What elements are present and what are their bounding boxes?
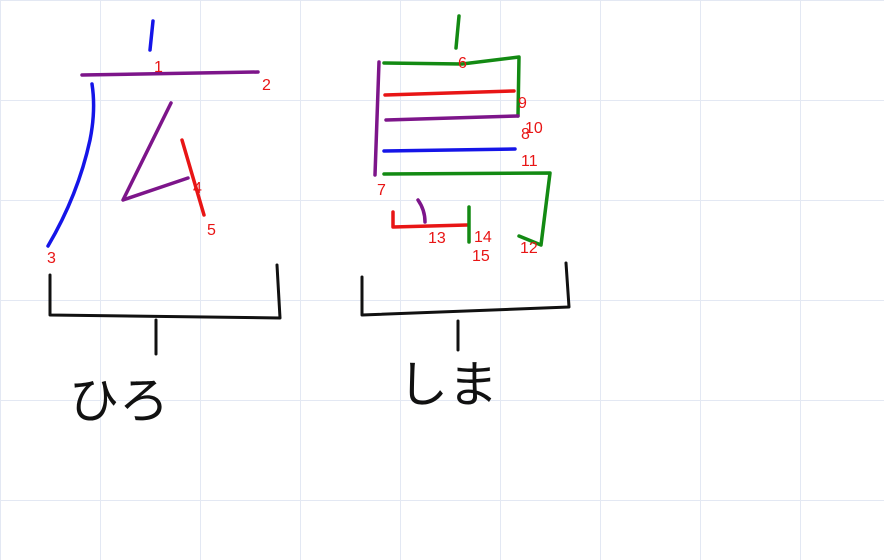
- stroke-number: 15: [472, 248, 490, 265]
- kanji-1-stroke-left-sweep: [46, 82, 96, 248]
- kanji-2-stroke-left-vertical: [373, 60, 381, 177]
- kanji-2-stroke-line-9: [383, 89, 516, 97]
- stroke-number: 13: [428, 230, 446, 247]
- kanji-1-stroke-horizontal: [80, 70, 260, 77]
- stroke-number: 10: [525, 120, 543, 137]
- kanji-2-stroke-small-hook: [416, 198, 427, 224]
- kanji-2-stroke-line-10: [384, 114, 520, 122]
- kanji-1-reading: ひろ: [69, 372, 169, 430]
- stroke-number: 8: [521, 126, 530, 143]
- stroke-number: 3: [47, 250, 56, 267]
- stroke-number: 14: [474, 229, 492, 246]
- stroke-number: 2: [262, 77, 271, 94]
- stroke-number: 9: [518, 95, 527, 112]
- stroke-number: 1: [154, 59, 163, 76]
- stroke-number: 4: [193, 180, 202, 197]
- kanji-2-stroke-top-frame: [382, 55, 521, 118]
- kanji-2-stroke-line-11: [382, 147, 517, 153]
- kanji-1-bracket: [48, 263, 282, 320]
- kanji-2-stroke-bottom-red: [391, 210, 469, 229]
- kanji-2-strokes: [373, 14, 552, 247]
- kanji-2-reading: しま: [398, 356, 498, 414]
- kanji-2-bracket: [360, 261, 571, 317]
- kanji-1-stroke-mu: [121, 101, 190, 202]
- kanji-2-stroke-numbers: 6 7 8 9 10 11 12 13 14 15: [377, 55, 543, 265]
- kanji-1-stroke-dot-right: [180, 138, 206, 217]
- stroke-number: 6: [458, 55, 467, 72]
- stroke-number: 11: [521, 153, 538, 170]
- stroke-number: 7: [377, 182, 386, 199]
- kanji-2-stroke-hook: [382, 171, 552, 247]
- kanji-1-strokes: [46, 19, 260, 248]
- kanji-2-stroke-top-dot: [454, 14, 461, 50]
- stroke-number: 12: [520, 240, 538, 257]
- kanji-1-stroke-numbers: 1 2 3 4 5: [47, 59, 271, 267]
- stroke-number: 5: [207, 222, 216, 239]
- kanji-1-stroke-dot: [148, 19, 155, 52]
- reading-brackets: [48, 261, 571, 356]
